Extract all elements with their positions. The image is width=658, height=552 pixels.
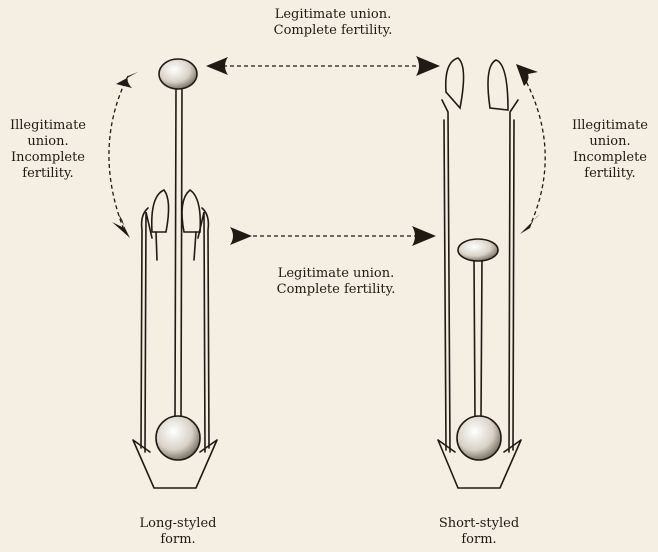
long-style	[175, 86, 182, 420]
short-form-line-1: Short-styled	[418, 516, 540, 532]
top-union-line-2: Complete fertility.	[253, 23, 413, 39]
short-ovary	[457, 416, 501, 460]
top-union-line-1: Legitimate union.	[253, 7, 413, 23]
long-styled-flower	[133, 59, 217, 488]
long-form-line-1: Long-styled	[118, 516, 238, 532]
top-union-label: Legitimate union. Complete fertility.	[253, 7, 413, 39]
short-stigma	[458, 239, 498, 261]
short-form-line-2: form.	[418, 532, 540, 548]
left-union-line-4: fertility.	[0, 166, 96, 182]
right-union-label: Illegitimate union. Incomplete fertility…	[562, 118, 658, 182]
left-union-arrow-line	[109, 76, 128, 230]
left-arrowhead-bottom	[112, 214, 130, 238]
left-union-line-2: union.	[0, 134, 96, 150]
middle-arrowhead-right	[412, 226, 436, 246]
short-anther-left	[446, 58, 464, 108]
right-union-line-1: Illegitimate	[562, 118, 658, 134]
left-union-line-1: Illegitimate	[0, 118, 96, 134]
right-union-arrow-line	[520, 70, 545, 230]
short-form-label: Short-styled form.	[418, 516, 540, 548]
middle-union-label: Legitimate union. Complete fertility.	[260, 266, 412, 298]
middle-union-line-1: Legitimate union.	[260, 266, 412, 282]
long-stigma	[159, 59, 197, 89]
top-arrowhead-left	[206, 57, 228, 75]
right-arrowhead-bottom	[520, 214, 540, 234]
short-styled-flower	[438, 58, 521, 488]
long-anther-right	[182, 190, 200, 232]
short-anther-right	[488, 60, 508, 110]
long-form-line-2: form.	[118, 532, 238, 548]
long-anther-left	[152, 190, 169, 232]
right-union-line-2: union.	[562, 134, 658, 150]
middle-arrowhead-left	[230, 227, 252, 245]
top-arrowhead-right	[416, 56, 440, 76]
short-corolla-tube	[442, 100, 518, 452]
long-ovary	[156, 416, 200, 460]
left-union-line-3: Incomplete	[0, 150, 96, 166]
left-union-label: Illegitimate union. Incomplete fertility…	[0, 118, 96, 182]
right-union-line-4: fertility.	[562, 166, 658, 182]
long-form-label: Long-styled form.	[118, 516, 238, 548]
middle-union-line-2: Complete fertility.	[260, 282, 412, 298]
short-style	[474, 258, 482, 420]
right-union-line-3: Incomplete	[562, 150, 658, 166]
left-arrowhead-top	[116, 72, 138, 88]
